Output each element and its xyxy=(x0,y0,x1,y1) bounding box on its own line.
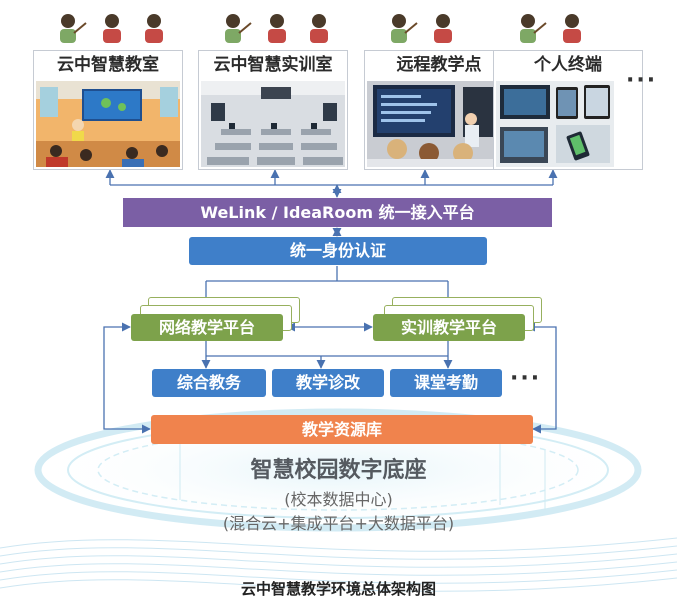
classroom-illustration-icon xyxy=(36,81,180,167)
access-platform-bar: WeLink / IdeaRoom 统一接入平台 xyxy=(123,198,552,227)
personal-devices-photo-icon xyxy=(496,81,640,167)
scene-card-smart-classroom: 云中智慧教室 xyxy=(33,14,183,170)
base-subtitle-data-center: (校本数据中心) xyxy=(284,490,393,509)
remote-teaching-photo-icon xyxy=(367,81,511,167)
training-room-photo-icon xyxy=(201,81,345,167)
scene-title: 远程教学点 xyxy=(396,55,482,75)
scene-card-personal-device: 个人终端 xyxy=(493,14,643,170)
more-scenes-ellipsis: ··· xyxy=(626,68,658,93)
figure-caption: 云中智慧教学环境总体架构图 xyxy=(240,580,436,598)
scene-title: 个人终端 xyxy=(534,55,602,75)
teacher-student-icons xyxy=(520,14,581,43)
wave-decoration xyxy=(0,537,677,592)
scene-title: 云中智慧实训室 xyxy=(213,55,333,75)
network-teaching-platform: 网络教学平台 xyxy=(131,314,283,341)
service-academic-affairs: 综合教务 xyxy=(152,369,266,397)
teacher-student-icons xyxy=(225,14,328,43)
more-services-ellipsis: ··· xyxy=(510,366,542,391)
scene-card-training-room: 云中智慧实训室 xyxy=(198,14,348,170)
scene-title: 云中智慧教室 xyxy=(57,55,159,75)
teacher-student-icons xyxy=(60,14,163,43)
base-subtitle-cloud: (混合云+集成平台+大数据平台) xyxy=(222,514,455,533)
service-class-attendance: 课堂考勤 xyxy=(390,369,502,397)
teacher-student-icons xyxy=(391,14,452,43)
identity-auth-bar: 统一身份认证 xyxy=(189,237,487,265)
training-teaching-platform: 实训教学平台 xyxy=(373,314,525,341)
service-teaching-diagnosis: 教学诊改 xyxy=(272,369,384,397)
scene-card-remote-teaching: 远程教学点 xyxy=(364,14,514,170)
base-title: 智慧校园数字底座 xyxy=(250,458,427,483)
teaching-resource-library: 教学资源库 xyxy=(151,415,533,444)
